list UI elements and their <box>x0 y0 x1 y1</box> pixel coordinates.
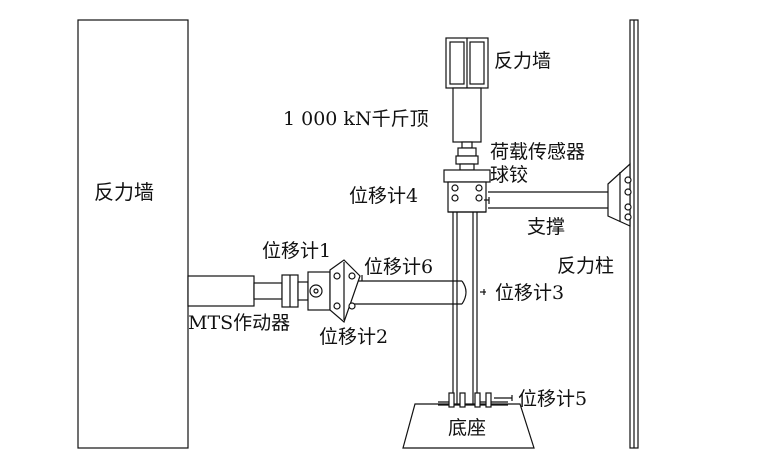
label-disp6: 位移计6 <box>364 256 433 278</box>
right-reaction-column <box>629 19 639 449</box>
label-jack: 1 000 kN千斤顶 <box>283 108 429 130</box>
left-reaction-wall <box>77 19 189 449</box>
brace <box>488 162 632 227</box>
label-base: 底座 <box>448 417 486 439</box>
label-mts: MTS作动器 <box>188 312 290 334</box>
ball-hinge <box>443 169 491 213</box>
label-reaction-wall-top: 反力墙 <box>494 50 551 72</box>
jack <box>452 87 482 149</box>
disp-markers <box>361 197 513 401</box>
top-reaction-wall <box>445 37 489 89</box>
base-bolts <box>448 392 492 408</box>
label-disp1: 位移计1 <box>262 240 331 262</box>
label-disp4: 位移计4 <box>349 185 418 207</box>
label-reaction-column: 反力柱 <box>557 255 614 277</box>
label-ball-hinge: 球铰 <box>490 164 528 186</box>
beam-end-plate <box>329 259 361 324</box>
label-disp2: 位移计2 <box>319 326 388 348</box>
mts-actuator <box>187 271 331 311</box>
label-brace: 支撑 <box>527 216 565 238</box>
test-column <box>452 181 478 405</box>
label-reaction-wall-left: 反力墙 <box>94 180 154 204</box>
label-disp3: 位移计3 <box>495 282 564 304</box>
label-disp5: 位移计5 <box>518 388 587 410</box>
beam <box>346 280 467 305</box>
load-sensor <box>455 147 479 171</box>
label-load-sensor: 荷载传感器 <box>490 141 585 163</box>
